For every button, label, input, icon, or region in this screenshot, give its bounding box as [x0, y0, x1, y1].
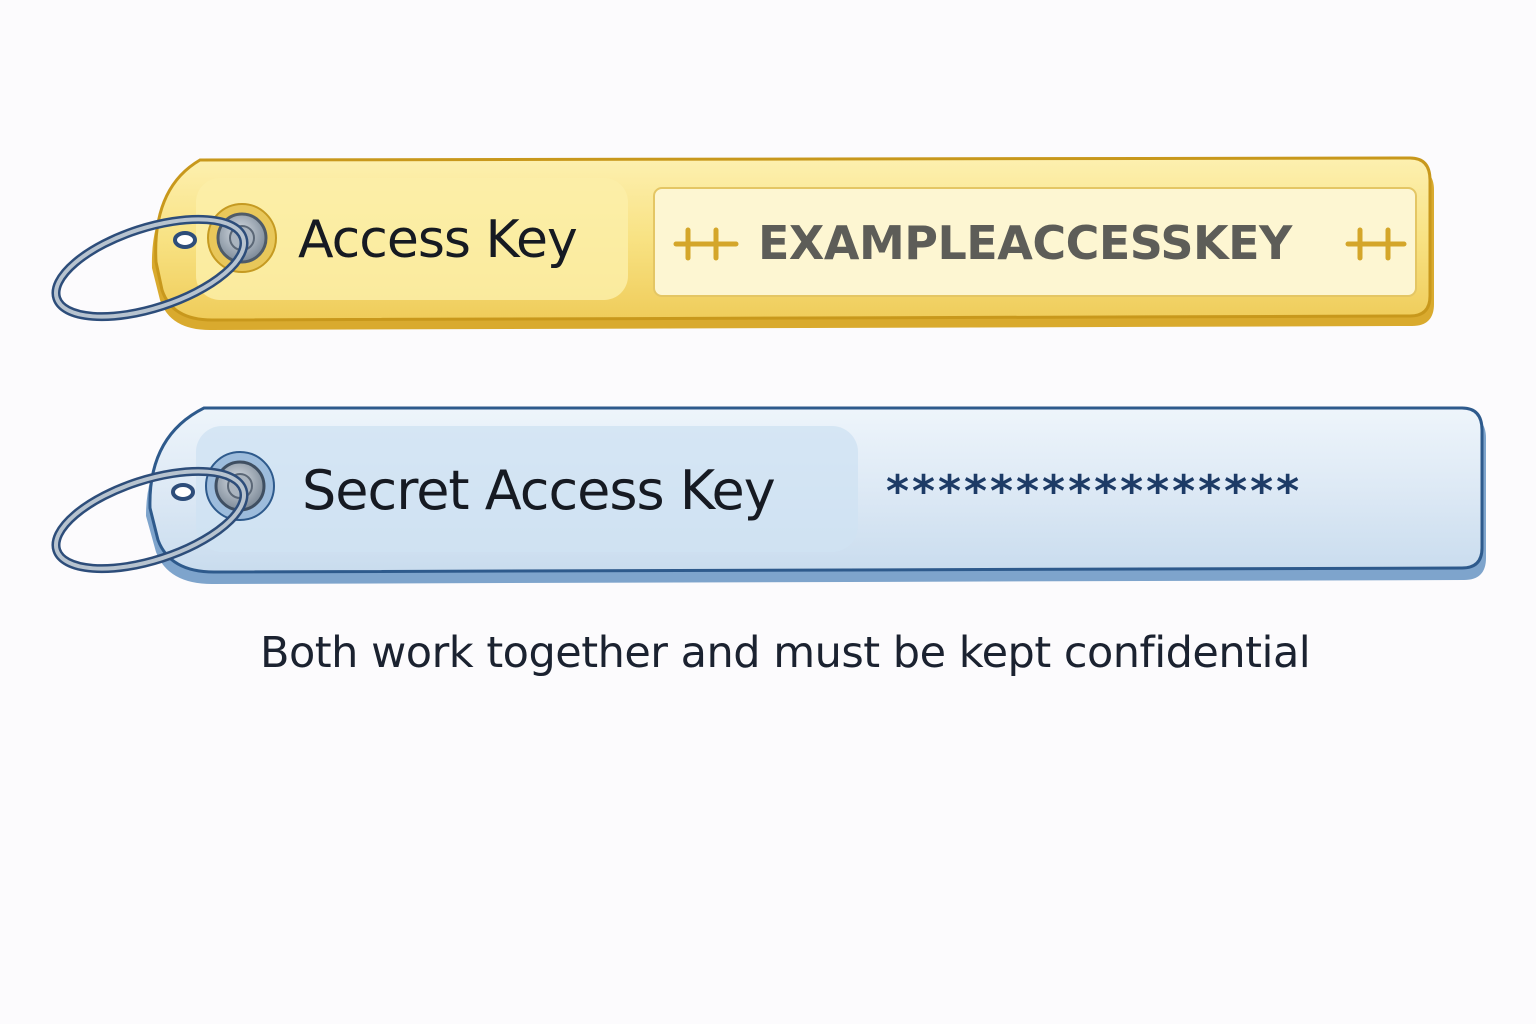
access-key-label: Access Key	[298, 210, 578, 270]
hash-mark-right-icon	[1345, 227, 1407, 261]
access-key-value: EXAMPLEACCESSKEY	[758, 216, 1292, 270]
secret-key-ring-icon	[51, 466, 249, 574]
access-key-ring-icon	[51, 214, 249, 322]
secret-access-key-value: ****************	[886, 466, 1303, 517]
secret-access-key-label: Secret Access Key	[302, 459, 776, 522]
secret-label-panel	[196, 426, 858, 552]
access-label-panel	[196, 178, 628, 300]
hash-mark-left-icon	[673, 227, 739, 261]
access-value-panel	[653, 187, 1417, 297]
secret-key-tag	[51, 406, 1486, 584]
access-key-tag	[51, 156, 1434, 330]
caption-text: Both work together and must be kept conf…	[260, 628, 1311, 678]
